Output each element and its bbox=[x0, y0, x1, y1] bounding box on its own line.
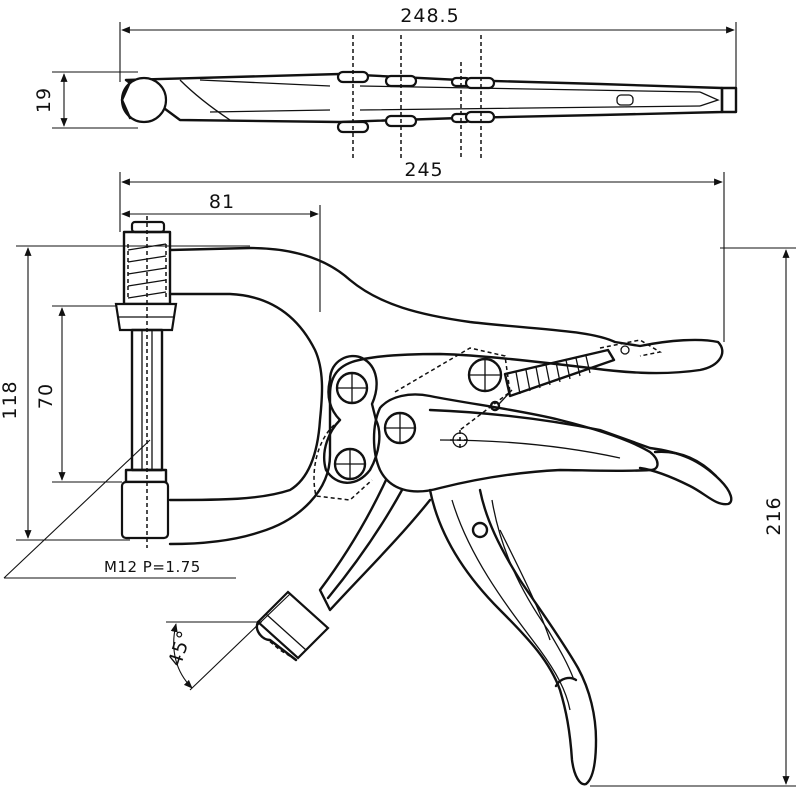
dim-label-overall-height: 216 bbox=[763, 496, 785, 535]
lower-handle bbox=[428, 488, 598, 786]
pivot-plate bbox=[323, 354, 381, 484]
clamp-screw bbox=[114, 216, 178, 548]
dim-label-throat-depth: 81 bbox=[209, 191, 235, 213]
angle-arc bbox=[170, 623, 193, 689]
dim-label-opening: 70 bbox=[35, 383, 57, 409]
top-view: 248.5 19 bbox=[33, 5, 738, 160]
c-frame bbox=[168, 246, 724, 546]
rivet-hole-2 bbox=[333, 447, 367, 481]
moving-jaw-arm bbox=[318, 478, 432, 612]
handle-rivet bbox=[471, 521, 489, 539]
top-view-lever-tip bbox=[720, 86, 738, 114]
link-rivet bbox=[467, 357, 503, 393]
main-pivot-rivet bbox=[383, 411, 417, 445]
dim-label-overall-length-top: 248.5 bbox=[400, 5, 459, 27]
thread-spec-label: M12 P=1.75 bbox=[104, 558, 201, 576]
dim-label-jaw-height: 118 bbox=[0, 380, 21, 419]
side-view: 245 81 118 70 216 bbox=[0, 159, 796, 787]
dim-label-length-side: 245 bbox=[404, 159, 443, 181]
dim-label-angle: 45° bbox=[164, 627, 196, 669]
swivel-pad bbox=[255, 590, 330, 662]
top-view-slot bbox=[616, 94, 634, 106]
rivet-hole-1 bbox=[335, 371, 369, 405]
dim-label-thickness: 19 bbox=[33, 87, 55, 113]
release-spring bbox=[489, 345, 630, 412]
